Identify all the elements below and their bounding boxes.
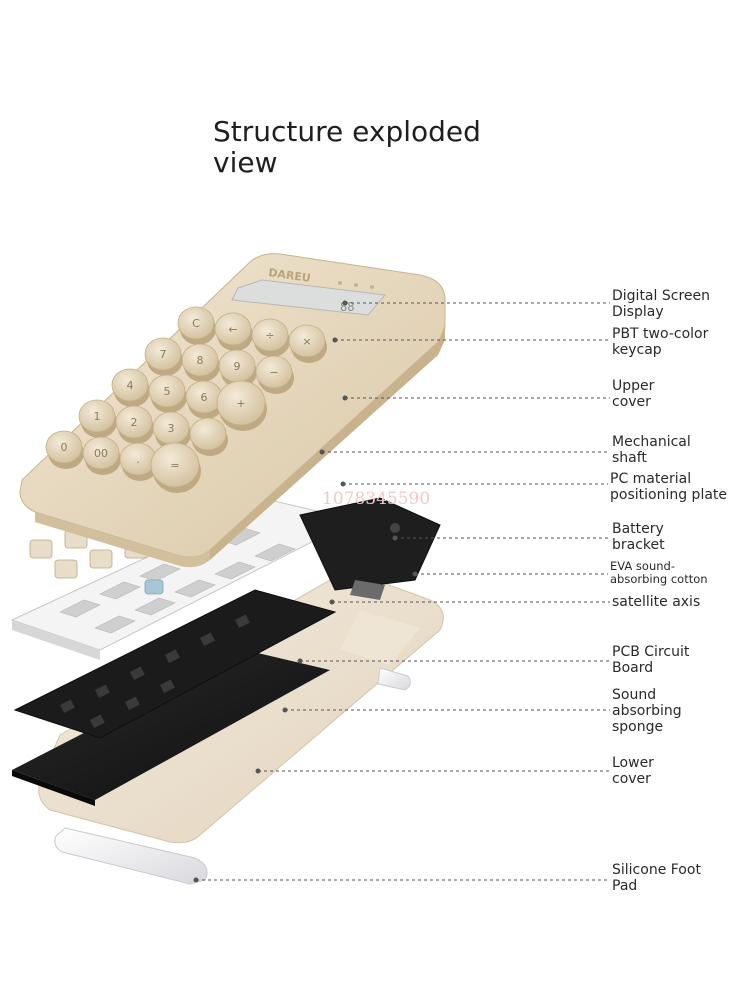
keycap: ÷ [251, 318, 290, 357]
keycap: 2 [115, 405, 154, 444]
keycap: 5 [148, 374, 187, 413]
keycap: 00 [82, 436, 121, 475]
battery-bracket [299, 497, 441, 600]
keycap-legend: 8 [197, 354, 204, 367]
keycap-legend: . [136, 453, 140, 466]
keycap: . [119, 442, 158, 481]
label-eva-cotton: EVA sound-absorbing cotton [610, 559, 708, 586]
keycap-legend: 3 [168, 422, 175, 435]
keycap: C [177, 306, 216, 345]
keycap-legend: 0 [61, 441, 68, 454]
pcb-circuit-board [13, 589, 337, 739]
brand-logo: DAREU [268, 266, 312, 285]
keycap-legend: 9 [234, 360, 241, 373]
indicator-dots [338, 281, 374, 289]
keycap-legend: = [170, 459, 179, 472]
keycap-legend: × [302, 335, 311, 348]
keycap: 8 [181, 343, 220, 382]
keycap: × [288, 324, 327, 363]
keycap-legend: 5 [164, 385, 171, 398]
keycap-legend: C [192, 317, 200, 330]
keycap-legend: ← [228, 323, 237, 336]
keycap: 9 [218, 349, 257, 388]
leader-lines [196, 302, 610, 881]
keycap-legend: 1 [94, 410, 101, 423]
keycap: + [216, 380, 267, 431]
keycap-legend: 00 [94, 447, 108, 460]
keycap: ← [214, 312, 253, 351]
keycap: 1 [78, 399, 117, 438]
keycap-legend: 2 [131, 416, 138, 429]
keycap: 4 [111, 368, 150, 407]
keycap-legend: + [236, 397, 245, 410]
watermark-text: 1078345590 [322, 489, 431, 509]
keycap: 7 [144, 337, 183, 376]
keycap: 0 [45, 430, 84, 469]
page-title: Structure exploded view [213, 115, 481, 179]
keycap: 6 [185, 380, 224, 419]
keycap-legend: 4 [127, 379, 134, 392]
keycap-legend: ÷ [265, 329, 274, 342]
leader-dots [193, 300, 418, 883]
keycap [189, 417, 228, 456]
silicone-foot-pad [54, 667, 411, 885]
label-satellite-axis: satellite axis [612, 594, 701, 610]
keycap: = [150, 442, 201, 493]
keycap: − [255, 355, 294, 394]
keycap-legend: 7 [160, 348, 167, 361]
keycap-legend: 6 [201, 391, 208, 404]
sound-absorbing-sponge [12, 650, 330, 806]
keycap-legend: − [269, 366, 278, 379]
